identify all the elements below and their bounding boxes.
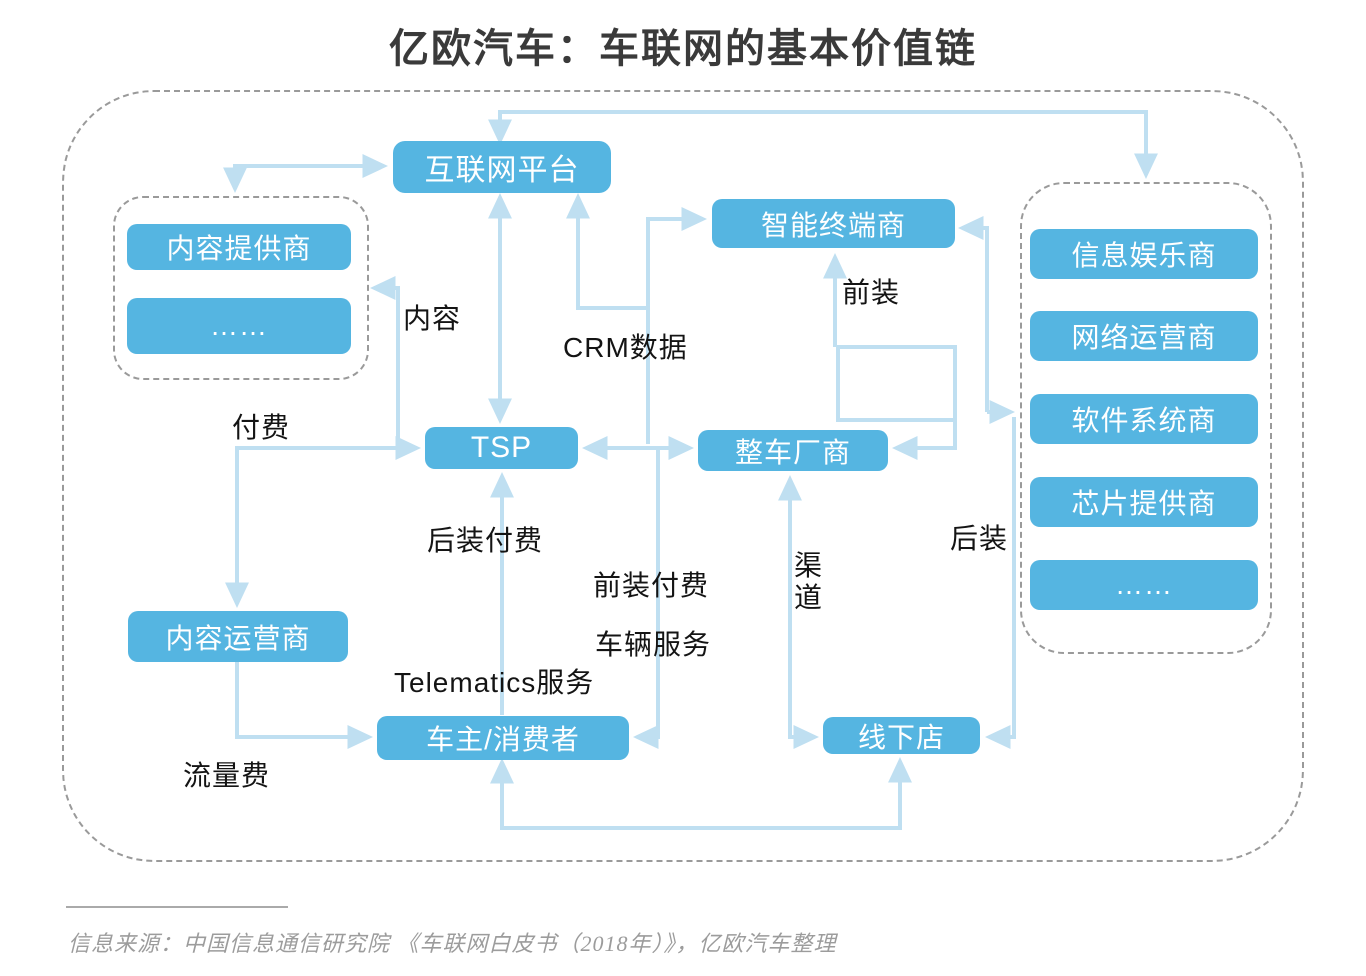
label-crm-data: CRM数据 [563,332,688,363]
edge-traffic-fee [235,662,373,749]
node-supplier-ellipsis: …… [1030,560,1258,610]
node-offline-store: 线下店 [823,717,980,754]
node-content-provider-ellipsis: …… [127,298,351,354]
node-software-system: 软件系统商 [1030,394,1258,444]
outer-boundary [62,90,1304,862]
label-telematics-service: Telematics服务 [394,667,595,698]
label-front-install-pay: 前装付费 [593,570,710,601]
supplier-group [1020,182,1272,654]
label-channel: 渠道 [794,550,824,614]
node-content-provider: 内容提供商 [127,224,351,270]
label-traffic-fee: 流量费 [183,760,271,791]
node-content-operator: 内容运营商 [128,611,348,662]
source-note: 信息来源：中国信息通信研究院 《车联网白皮书（2018年）》，亿欧汽车整理 [68,931,837,956]
edge-consumer-store [490,757,912,830]
edge-channel [778,475,819,749]
edge-frontpay-service [633,450,660,749]
page-title: 亿欧汽车：车联网的基本价值链 [389,27,977,71]
node-internet-platform: 互联网平台 [393,141,611,193]
label-aftermarket-pay: 后装付费 [427,525,544,556]
edge-aftermarket [985,417,1016,749]
edge-pay [225,436,421,608]
label-aftermarket: 后装 [950,523,1009,554]
footer-divider [66,906,288,908]
node-tsp: TSP [425,427,578,469]
edge-platform-terminal [646,207,707,312]
label-content: 内容 [403,303,462,334]
label-vehicle-service: 车辆服务 [595,629,712,660]
label-pay: 付费 [232,412,291,443]
node-chip-provider: 芯片提供商 [1030,477,1258,527]
node-smart-terminal: 智能终端商 [712,199,955,248]
node-infotainment: 信息娱乐商 [1030,229,1258,279]
edge-platform-rightgroup-top [488,110,1158,179]
edge-rightgroup-oem [892,420,957,460]
edge-leftgroup-platform [223,154,388,193]
content-provider-group [113,196,369,380]
node-oem: 整车厂商 [698,430,888,471]
label-front-install: 前装 [842,277,901,308]
node-network-operator: 网络运营商 [1030,311,1258,361]
edge-crm-data [566,193,650,444]
node-consumer: 车主/消费者 [377,716,629,760]
edge-content [370,276,400,448]
edge-loop-rectangle [836,345,957,422]
edge-rightgroup-terminal [958,216,989,412]
